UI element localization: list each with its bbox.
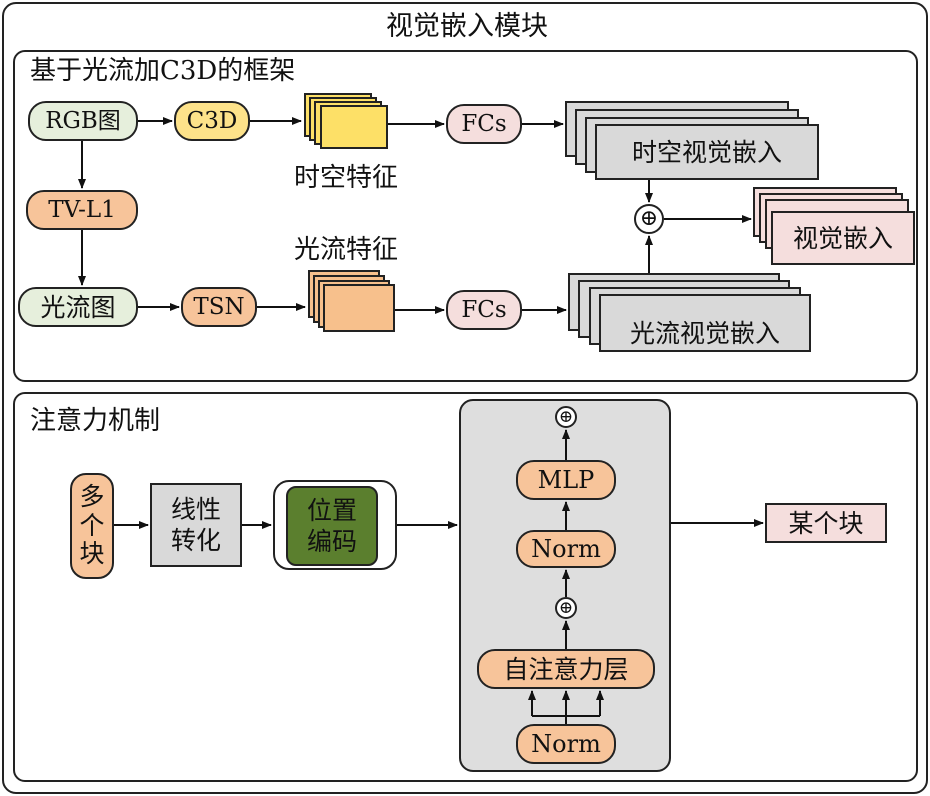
multi-block-char-1: 多 bbox=[79, 481, 105, 511]
output-block-node: 某个块 bbox=[765, 503, 887, 543]
multi-block-node: 多 个 块 bbox=[70, 473, 114, 579]
spatiotemporal-embedding-node: 时空视觉嵌入 bbox=[595, 124, 819, 180]
position-encoding-line-2: 编码 bbox=[306, 527, 357, 556]
plus-symbol: ⊕ bbox=[639, 206, 659, 231]
module-title: 视觉嵌入模块 bbox=[386, 11, 548, 42]
linear-transform-line-1: 线性 bbox=[170, 494, 221, 524]
top-panel-title: 基于光流加C3D的框架 bbox=[30, 56, 296, 86]
optical-flow-image-node: 光流图 bbox=[18, 287, 138, 327]
sum-circle-transformer-top: ⊕ bbox=[555, 406, 577, 428]
fcs-bottom-node: FCs bbox=[446, 290, 522, 330]
optical-flow-embedding-node: 光流视觉嵌入 bbox=[599, 294, 811, 352]
self-attention-node: 自注意力层 bbox=[477, 649, 655, 689]
linear-transform-node: 线性 转化 bbox=[150, 483, 242, 567]
mlp-node: MLP bbox=[516, 460, 616, 500]
norm-upper-node: Norm bbox=[516, 530, 616, 568]
rgb-image-node: RGB图 bbox=[28, 101, 138, 141]
norm-lower-node: Norm bbox=[516, 724, 616, 764]
sum-circle-transformer-mid: ⊕ bbox=[555, 597, 577, 619]
plus-symbol: ⊕ bbox=[558, 597, 574, 618]
spatiotemporal-feature-label: 时空特征 bbox=[294, 163, 399, 193]
plus-symbol: ⊕ bbox=[558, 406, 574, 427]
tsn-node: TSN bbox=[181, 287, 257, 327]
tvl1-node: TV-L1 bbox=[26, 190, 138, 230]
sum-circle-top-panel: ⊕ bbox=[634, 204, 664, 234]
multi-block-char-2: 个 bbox=[79, 510, 105, 540]
position-encoding-line-1: 位置 bbox=[306, 495, 357, 525]
optical-flow-feature-label: 光流特征 bbox=[294, 235, 399, 265]
c3d-node: C3D bbox=[174, 101, 250, 141]
bottom-panel-title: 注意力机制 bbox=[30, 406, 161, 436]
fcs-top-node: FCs bbox=[446, 104, 522, 144]
visual-embedding-node: 视觉嵌入 bbox=[771, 211, 915, 265]
position-encoding-node: 位置 编码 bbox=[286, 486, 378, 566]
linear-transform-line-2: 转化 bbox=[170, 526, 221, 555]
multi-block-char-3: 块 bbox=[79, 539, 105, 569]
